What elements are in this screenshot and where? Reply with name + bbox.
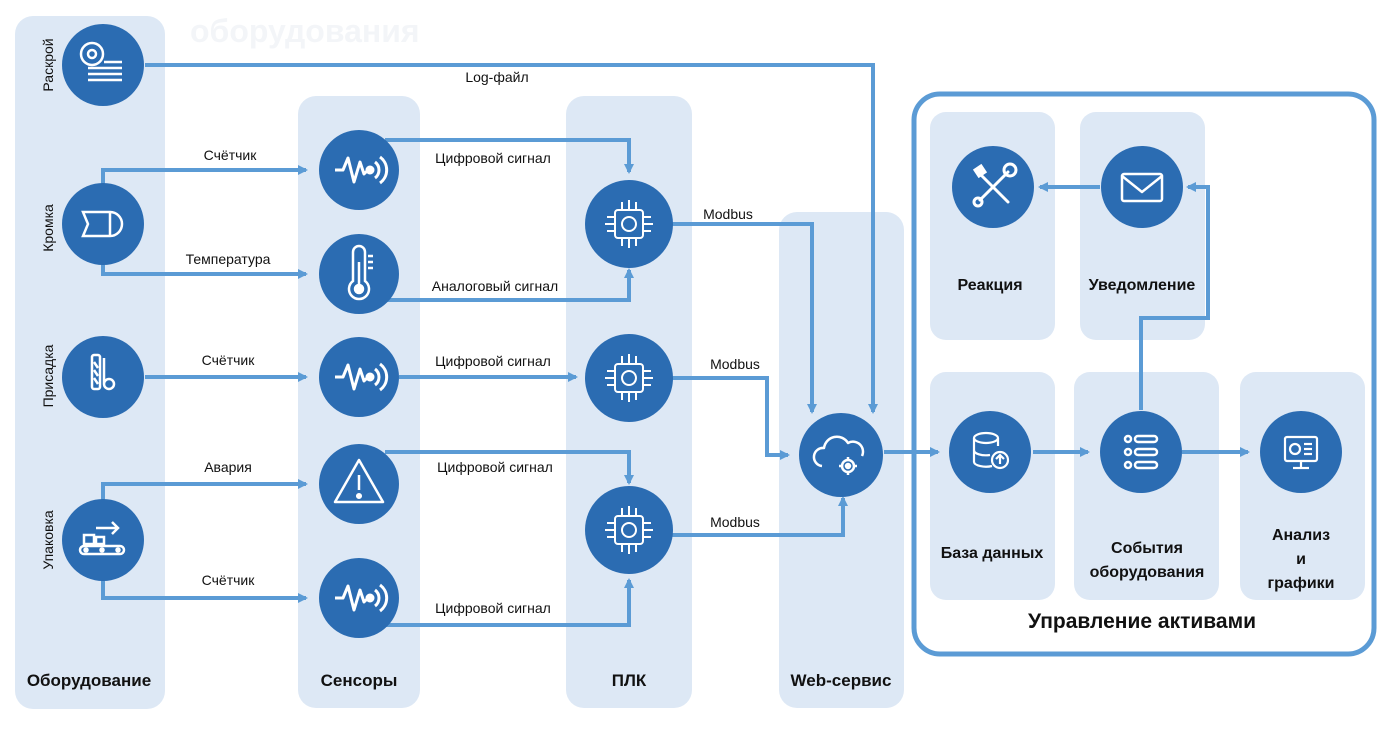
ghost-title: оборудования (190, 13, 420, 49)
drill-icon (90, 353, 116, 391)
analysis-label-line-2: и (1296, 551, 1306, 568)
edge-label-analog: Аналоговый сигнал (432, 278, 558, 294)
edge-digital-4 (385, 578, 634, 627)
chip-icon (605, 200, 653, 248)
thermometer-icon (347, 244, 373, 301)
edge-digital-1 (385, 138, 634, 174)
database-icon (972, 431, 1010, 470)
sensor-temperature (319, 234, 399, 314)
vibration-signal-icon (335, 362, 389, 392)
chip-icon (605, 354, 653, 402)
events-label-line-2: оборудования (1090, 564, 1205, 581)
tools-icon (972, 162, 1018, 208)
events-node (1100, 411, 1182, 493)
saw-blade-icon (79, 41, 122, 82)
edge-label-modbus-3: Modbus (710, 514, 760, 530)
asset-management-title: Управление активами (1028, 610, 1256, 633)
notification-label: Уведомление (1089, 277, 1196, 294)
sensor-counter-1 (319, 130, 399, 210)
reaction-node (952, 146, 1034, 228)
conveyor-icon (78, 521, 126, 556)
plc-node-3 (585, 486, 673, 574)
edge-modbus-2 (672, 376, 790, 460)
node-prisadka (62, 336, 144, 418)
database-node (949, 411, 1031, 493)
plc-node-2 (585, 334, 673, 422)
edge-kromka-counter (101, 165, 308, 185)
edge-label-digital-3: Цифровой сигнал (437, 459, 553, 475)
analysis-label-line-1: Анализ (1272, 527, 1330, 544)
equipment-label-upakovka: Упаковка (40, 510, 56, 570)
events-label-line-1: События (1111, 540, 1183, 557)
edge-label-log: Log-файл (465, 69, 528, 85)
edge-upakovka-counter (101, 578, 308, 603)
edge-modbus-1 (672, 222, 817, 414)
vibration-signal-icon (335, 583, 389, 613)
reaction-label: Реакция (957, 277, 1022, 294)
sensor-counter-2 (319, 337, 399, 417)
edge-label-temperature: Температура (186, 251, 271, 267)
web-title: Web-сервис (791, 671, 892, 690)
sensor-alarm (319, 444, 399, 524)
equipment-label-raskroy: Раскрой (40, 38, 56, 91)
edge-label-modbus-1: Modbus (703, 206, 753, 222)
dashboard-icon (1283, 435, 1319, 470)
analysis-node (1260, 411, 1342, 493)
edge-label-modbus-2: Modbus (710, 356, 760, 372)
edge-kromka-temperature (101, 262, 308, 279)
edge-label-digital-4: Цифровой сигнал (435, 600, 551, 616)
node-kromka (62, 183, 144, 265)
database-label: База данных (941, 545, 1044, 562)
list-icon (1123, 434, 1159, 470)
node-upakovka (62, 499, 144, 581)
edge-label-counter-1: Счётчик (204, 147, 258, 163)
analysis-label-line-3: графики (1267, 575, 1334, 592)
sensor-counter-3 (319, 558, 399, 638)
envelope-icon (1120, 172, 1164, 203)
notification-node (1101, 146, 1183, 228)
equipment-label-prisadka: Присадка (40, 344, 56, 407)
warning-icon (333, 458, 385, 504)
equipment-label-kromka: Кромка (40, 204, 56, 252)
chip-icon (605, 506, 653, 554)
edge-analog (385, 268, 634, 302)
plc-title: ПЛК (612, 671, 647, 690)
sensors-title: Сенсоры (321, 671, 398, 690)
web-service-node (799, 413, 883, 497)
edge-banding-icon (81, 210, 124, 238)
edge-label-digital-2: Цифровой сигнал (435, 353, 551, 369)
edge-digital-3 (385, 450, 634, 485)
plc-node-1 (585, 180, 673, 268)
vibration-signal-icon (335, 155, 389, 185)
edge-label-counter-3: Счётчик (202, 572, 256, 588)
edge-upakovka-alarm (101, 479, 308, 500)
edge-events-notification (1139, 182, 1210, 410)
node-raskroy (62, 24, 144, 106)
edge-log-file (145, 63, 878, 414)
edge-modbus-3 (672, 496, 848, 537)
equipment-title: Оборудование (27, 671, 151, 690)
cloud-gear-icon (812, 435, 865, 475)
edge-label-counter-2: Счётчик (202, 352, 256, 368)
edges (101, 63, 1250, 627)
edge-label-alarm: Авария (204, 459, 252, 475)
edge-label-digital-1: Цифровой сигнал (435, 150, 551, 166)
